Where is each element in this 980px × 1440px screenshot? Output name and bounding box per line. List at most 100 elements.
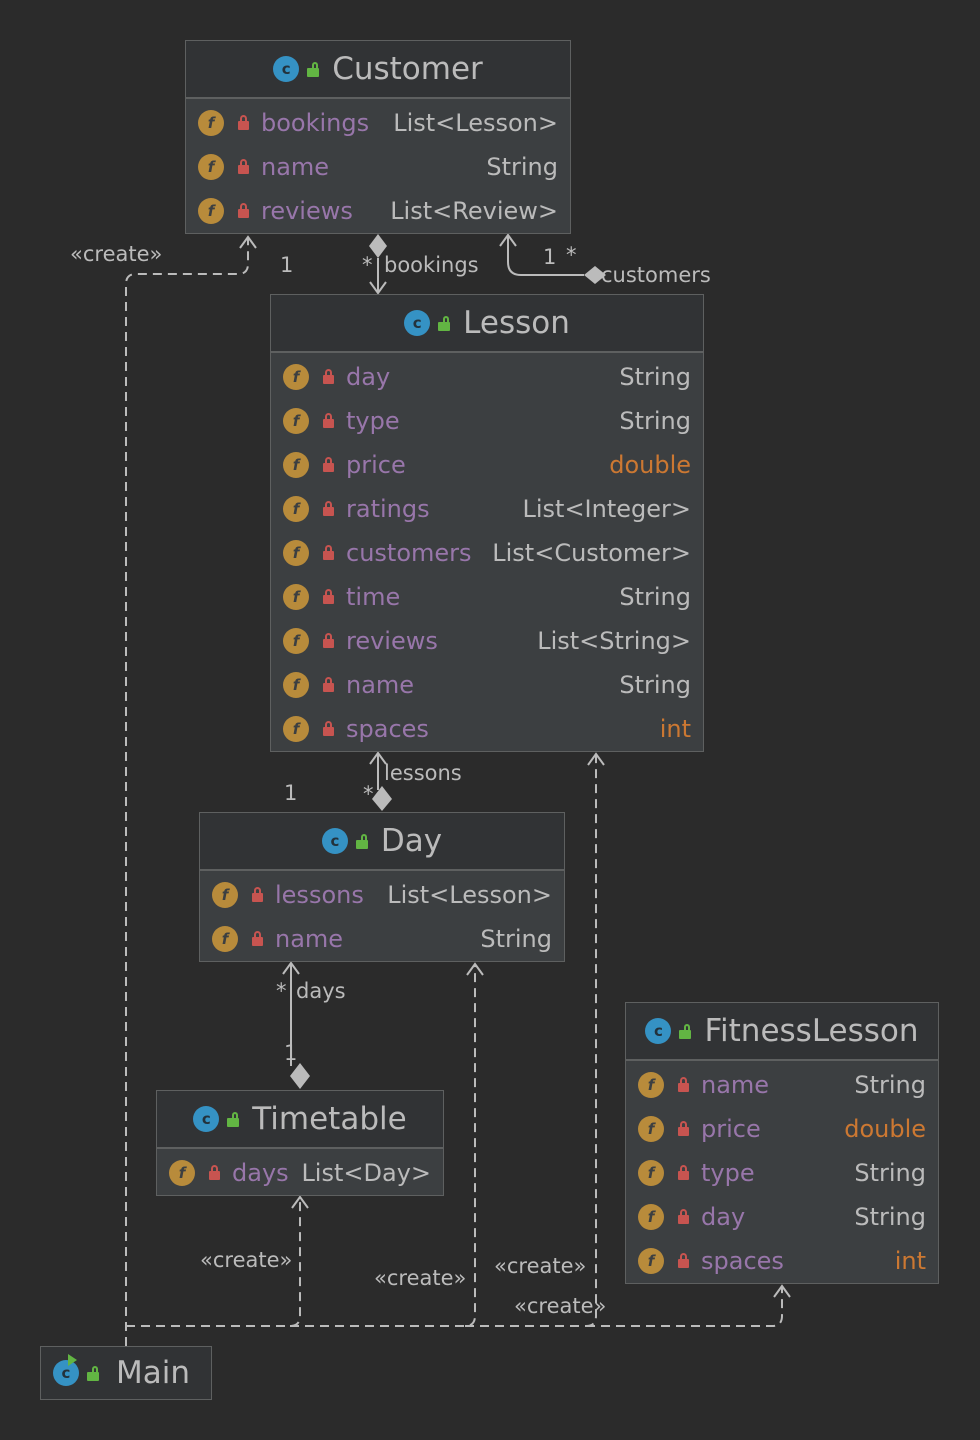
field-icon: f	[198, 154, 224, 180]
field-row[interactable]: f bookings List<Lesson>	[186, 101, 570, 145]
edge-mult-lessons-source: *	[363, 782, 374, 806]
class-name: Main	[116, 1355, 191, 1391]
field-row[interactable]: f reviews List<Review>	[186, 189, 570, 233]
field-name: price	[701, 1115, 761, 1143]
field-row[interactable]: f time String	[271, 575, 703, 619]
edge-main-fitnesslesson-create[interactable]	[586, 1286, 783, 1327]
edge-role-bookings: bookings	[384, 253, 479, 277]
field-type: String	[854, 1203, 926, 1231]
class-icon: c	[645, 1018, 672, 1044]
private-lock-icon	[209, 1165, 220, 1181]
private-lock-icon	[678, 1121, 689, 1137]
class-header: c Day	[200, 813, 564, 871]
private-lock-icon	[323, 677, 334, 693]
public-visibility-icon	[355, 833, 371, 849]
edge-timetable-day-days[interactable]	[282, 961, 310, 1089]
class-header: c FitnessLesson	[626, 1003, 938, 1061]
field-icon: f	[638, 1072, 664, 1098]
field-icon: f	[169, 1160, 195, 1186]
private-lock-icon	[252, 887, 263, 903]
private-lock-icon	[323, 545, 334, 561]
field-type: int	[659, 715, 691, 743]
class-main[interactable]: c Main	[40, 1346, 212, 1400]
run-badge-icon	[68, 1354, 77, 1366]
field-type: String	[619, 363, 691, 391]
class-customer[interactable]: c Customer f bookings List<Lesson> f nam…	[185, 40, 571, 234]
private-lock-icon	[323, 413, 334, 429]
field-icon: f	[638, 1204, 664, 1230]
field-row[interactable]: f name String	[186, 145, 570, 189]
field-type: List<Integer>	[522, 495, 691, 523]
edge-label-create-fitnesslesson: «create»	[514, 1294, 606, 1318]
private-lock-icon	[238, 203, 249, 219]
edge-day-lesson-lessons[interactable]	[369, 751, 392, 811]
field-name: reviews	[346, 627, 438, 655]
public-visibility-icon	[227, 1111, 242, 1127]
field-type: List<Lesson>	[393, 109, 558, 137]
class-name: Timetable	[252, 1101, 407, 1137]
field-type: List<Lesson>	[387, 881, 552, 909]
field-name: spaces	[346, 715, 429, 743]
class-header: c Timetable	[157, 1091, 443, 1149]
class-icon: c	[321, 828, 348, 854]
public-visibility-icon	[87, 1365, 102, 1381]
main-class-icon-wrap: c	[53, 1354, 79, 1386]
class-name: Day	[380, 823, 443, 859]
edge-mult-customers-target: 1	[543, 245, 556, 269]
edge-main-timetable-create[interactable]	[126, 1197, 301, 1327]
edge-main-day-create[interactable]	[290, 964, 476, 1327]
class-name: Customer	[332, 51, 483, 87]
edge-mult-days-source: 1	[284, 1041, 297, 1065]
field-icon: f	[283, 672, 309, 698]
field-name: type	[701, 1159, 755, 1187]
field-row[interactable]: f days List<Day>	[157, 1151, 443, 1195]
edge-mult-customers-source: *	[566, 243, 577, 267]
private-lock-icon	[678, 1165, 689, 1181]
class-name: Lesson	[463, 305, 570, 341]
field-name: name	[261, 153, 330, 181]
edge-label-create-day: «create»	[374, 1266, 466, 1290]
class-header: c Lesson	[271, 295, 703, 353]
field-name: time	[346, 583, 401, 611]
field-name: name	[275, 925, 344, 953]
field-icon: f	[283, 584, 309, 610]
edge-lesson-customer-customers[interactable]	[499, 233, 606, 284]
field-icon: f	[638, 1116, 664, 1142]
field-icon: f	[283, 408, 309, 434]
field-type: String	[619, 583, 691, 611]
edge-main-customer-create[interactable]	[125, 237, 249, 1346]
field-icon: f	[638, 1248, 664, 1274]
field-icon: f	[283, 452, 309, 478]
edge-customer-lesson-bookings[interactable]	[369, 234, 387, 295]
field-name: ratings	[346, 495, 430, 523]
edge-mult-bookings-source: *	[362, 253, 373, 277]
field-type: String	[619, 671, 691, 699]
private-lock-icon	[323, 633, 334, 649]
field-type: List<Day>	[301, 1159, 431, 1187]
field-icon: f	[212, 882, 238, 908]
class-timetable[interactable]: c Timetable f days List<Day>	[156, 1090, 444, 1196]
field-type: List<String>	[537, 627, 691, 655]
edge-mult-lessons-target: 1	[284, 781, 297, 805]
field-name: days	[232, 1159, 289, 1187]
private-lock-icon	[678, 1253, 689, 1269]
